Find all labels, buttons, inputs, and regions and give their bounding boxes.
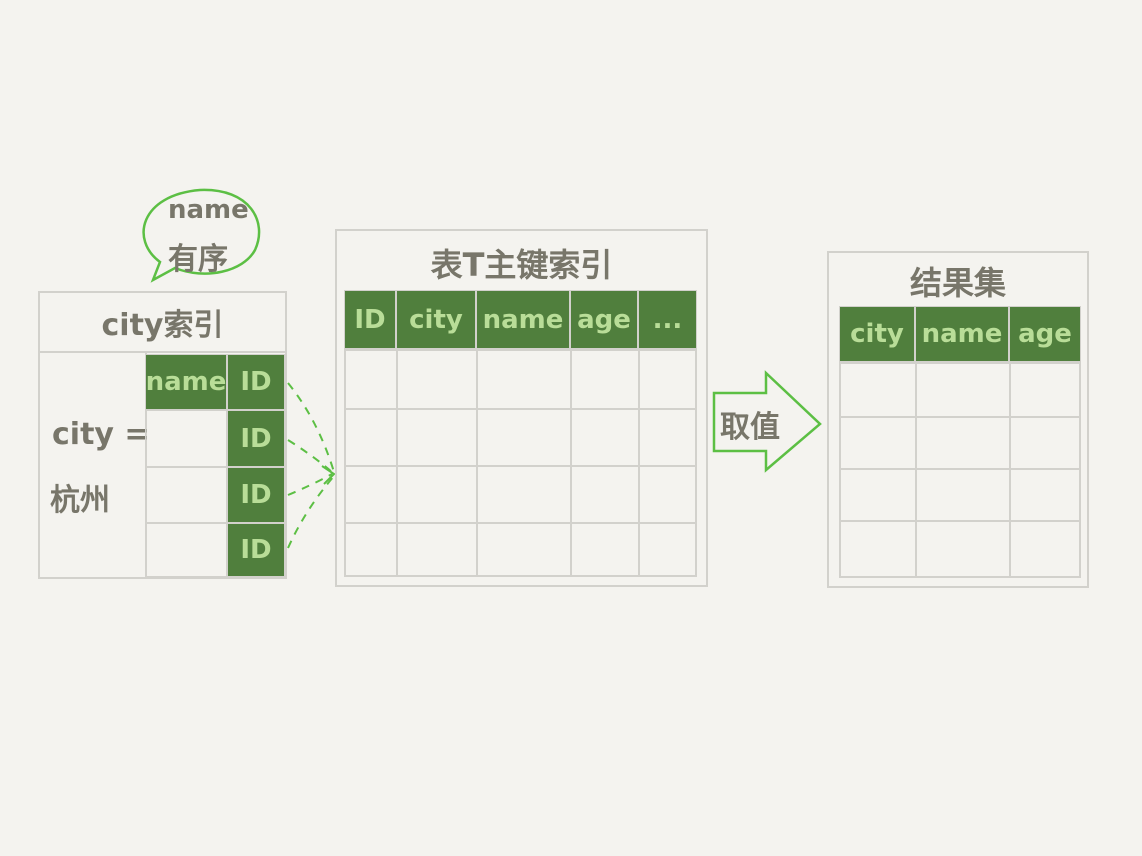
primary-grid xyxy=(344,349,697,577)
speech-bubble-shape xyxy=(142,188,261,283)
bubble-text-line2: 有序 xyxy=(168,242,228,277)
primary-col-id: ID xyxy=(344,290,396,349)
big-arrow-shape xyxy=(712,370,822,473)
city-index-left-col xyxy=(145,353,147,577)
city-index-header-name: name xyxy=(145,354,227,410)
city-index-cell xyxy=(145,523,227,577)
primary-index-title: 表T主键索引 xyxy=(430,246,613,284)
city-condition-line2: 杭州 xyxy=(50,483,110,518)
city-index-header-id: ID xyxy=(227,354,285,410)
result-col-name: name xyxy=(915,306,1009,362)
dashed-arrows xyxy=(287,382,336,549)
city-index-cell xyxy=(145,410,227,467)
primary-col-name: name xyxy=(476,290,570,349)
result-col-age: age xyxy=(1009,306,1081,362)
city-index-id-cell: ID xyxy=(227,523,285,577)
primary-col-city: city xyxy=(396,290,476,349)
bubble-text-line1: name xyxy=(168,195,249,225)
primary-index-panel: 表T主键索引 xyxy=(335,229,708,587)
city-index-title: city索引 xyxy=(40,293,285,353)
result-set-panel: 结果集 xyxy=(827,251,1089,588)
city-index-id-cell: ID xyxy=(227,410,285,467)
primary-col-more: ... xyxy=(638,290,697,349)
result-set-title: 结果集 xyxy=(909,264,1006,302)
result-col-city: city xyxy=(839,306,915,362)
city-index-panel: city索引 city = 杭州 xyxy=(38,291,287,579)
primary-col-age: age xyxy=(570,290,638,349)
city-index-cell xyxy=(145,467,227,523)
fetch-arrow-label: 取值 xyxy=(720,410,780,445)
city-condition-line1: city = xyxy=(52,417,150,452)
city-index-id-cell: ID xyxy=(227,467,285,523)
result-grid xyxy=(839,362,1081,578)
